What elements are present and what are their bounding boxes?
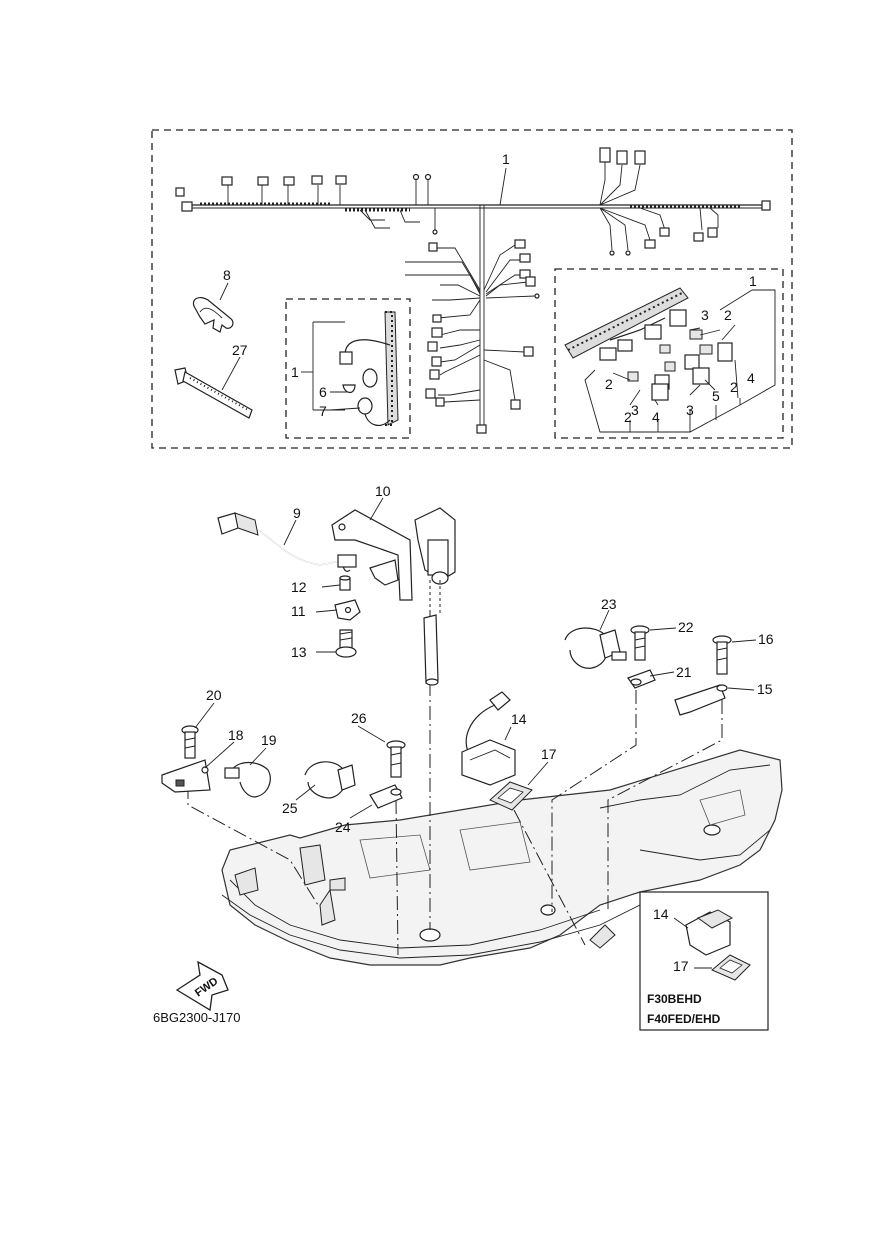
callouts: 1 1 1 2 2 2 2 3 3 3 4 4 5 6 7 8 27 9 10 …	[206, 151, 774, 974]
inset-model-2: F40FED/EHD	[647, 1012, 721, 1026]
callout-10: 10	[375, 483, 391, 499]
wire-harness	[175, 147, 771, 434]
callout-2d: 2	[624, 409, 632, 425]
callout-3b: 3	[631, 402, 639, 418]
callout-13: 13	[291, 644, 307, 660]
callout-2a: 2	[724, 307, 732, 323]
callout-9: 9	[293, 505, 301, 521]
callout-18: 18	[228, 727, 244, 743]
bolt-22	[630, 625, 650, 661]
washer-21	[627, 669, 656, 689]
harness-frame	[151, 129, 793, 449]
callout-3a: 3	[701, 307, 709, 323]
clamp-8	[192, 296, 234, 333]
clamp-23	[564, 627, 627, 669]
harness-left-inset	[285, 298, 411, 439]
lower-leaders	[194, 497, 757, 819]
clamp-19	[224, 761, 271, 798]
callout-14-inset: 14	[653, 906, 669, 922]
callout-2c: 2	[730, 379, 738, 395]
diagram-code: 6BG2300-J170	[153, 1010, 240, 1025]
collar-12	[339, 575, 351, 591]
callout-5: 5	[712, 388, 720, 404]
inset-model-1: F30BEHD	[647, 992, 702, 1006]
bolt-20	[181, 725, 199, 759]
holder-11	[334, 599, 361, 621]
callout-16: 16	[758, 631, 774, 647]
callout-27: 27	[232, 342, 248, 358]
callout-6: 6	[319, 384, 327, 400]
callout-11: 11	[291, 603, 306, 619]
callout-12: 12	[291, 579, 307, 595]
lead-wire-9	[217, 512, 346, 566]
top-leaders	[219, 167, 507, 391]
callout-14: 14	[511, 711, 527, 727]
bolt-16	[712, 635, 732, 675]
callout-26: 26	[351, 710, 367, 726]
bolt-26	[386, 740, 406, 778]
callout-19: 19	[261, 732, 277, 748]
callout-4a: 4	[747, 370, 755, 386]
cable-tie-27	[174, 367, 253, 419]
callout-1-right: 1	[749, 273, 757, 289]
callout-7: 7	[319, 403, 327, 419]
callout-15: 15	[757, 681, 773, 697]
callout-20: 20	[206, 687, 222, 703]
callout-17-inset: 17	[673, 958, 689, 974]
washer-24	[369, 784, 403, 809]
harness-right-detail	[564, 287, 776, 433]
bottom-cowling	[221, 749, 783, 966]
harness-left-detail	[312, 311, 399, 426]
clamp-25	[304, 761, 356, 799]
model-inset: F30BEHD F40FED/EHD	[639, 891, 769, 1031]
callout-25: 25	[282, 800, 298, 816]
callout-21: 21	[676, 664, 692, 680]
callout-1-main: 1	[502, 151, 510, 167]
bolt-13	[335, 629, 357, 658]
bracket-15	[674, 684, 728, 716]
bracket-18	[161, 759, 211, 793]
callout-24: 24	[335, 819, 351, 835]
coupler-14	[461, 691, 516, 786]
callout-23: 23	[601, 596, 617, 612]
callout-22: 22	[678, 619, 694, 635]
fwd-arrow: FWD	[175, 960, 229, 1012]
harness-right-inset	[554, 268, 784, 439]
callout-4b: 4	[652, 409, 660, 425]
callout-17: 17	[541, 746, 557, 762]
callout-1-left: 1	[291, 364, 299, 380]
callout-3c: 3	[686, 402, 694, 418]
callout-2b: 2	[605, 376, 613, 392]
seal-17	[489, 781, 533, 811]
callout-8: 8	[223, 267, 231, 283]
bracket-10	[331, 507, 456, 686]
